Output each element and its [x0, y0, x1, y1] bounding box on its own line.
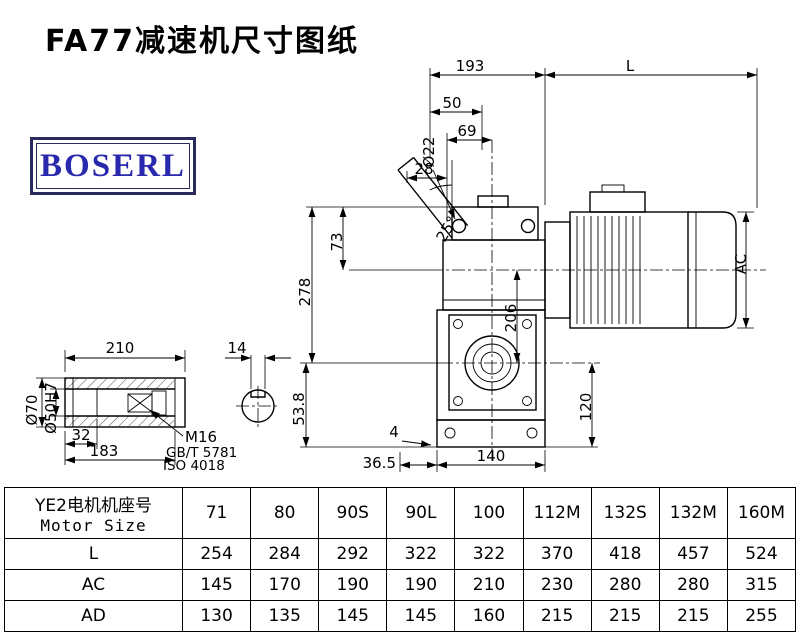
table-cell: 210: [454, 569, 524, 601]
dim-label-32: 32: [71, 426, 90, 444]
table-header-row: YE2电机机座号 Motor Size 71 80 90S 90L 100 11…: [4, 487, 797, 539]
boserl-logo: BOSERL: [30, 137, 196, 195]
table-cell: 160: [454, 600, 524, 632]
table-cell: 255: [726, 600, 797, 632]
table-cell: 322: [454, 538, 524, 570]
shaft-cross-section: [241, 389, 275, 423]
dimension-labels: 193 L 50 69 28 Ø22 25° 73 278 206 AC 120…: [23, 57, 750, 474]
motor-fins: [576, 216, 641, 324]
table-header-motor-size: YE2电机机座号 Motor Size: [4, 487, 183, 539]
table-cell: 132M: [658, 487, 728, 539]
table-cell: 100: [454, 487, 524, 539]
table-cell: 230: [522, 569, 592, 601]
table-cell: 160M: [726, 487, 797, 539]
motor-outline: [544, 184, 737, 329]
table-cell: 190: [318, 569, 388, 601]
dim-label-50: 50: [442, 94, 461, 112]
witness-lines: [36, 68, 758, 472]
dim-label-dia50h7: Ø50H7: [42, 382, 60, 434]
table-cell: 315: [726, 569, 797, 601]
table-cell: 190: [386, 569, 456, 601]
table-header-en: Motor Size: [40, 516, 147, 535]
table-cell: 170: [250, 569, 320, 601]
boserl-logo-frame: BOSERL: [36, 143, 190, 189]
table-cell: 90L: [386, 487, 456, 539]
table-cell: 130: [181, 600, 252, 632]
dim-label-73: 73: [328, 232, 346, 251]
table-cell: 215: [522, 600, 592, 632]
table-cell: 524: [726, 538, 797, 570]
dim-label-193: 193: [456, 57, 485, 75]
boserl-logo-text: BOSERL: [40, 147, 186, 184]
table-cell: 145: [318, 600, 388, 632]
row-label: AD: [4, 600, 183, 632]
table-row-L: L 254 284 292 322 322 370 418 457 524: [4, 538, 797, 570]
table-cell: 132S: [590, 487, 660, 539]
table-cell: 284: [250, 538, 320, 570]
dim-label-4: 4: [389, 423, 399, 441]
dim-label-206: 206: [502, 304, 520, 333]
dimension-lines: [38, 71, 757, 469]
dim-label-dia70: Ø70: [23, 395, 41, 426]
table-row-AD: AD 130 135 145 145 160 215 215 215 255: [4, 600, 797, 632]
terminal-box: [589, 191, 646, 213]
row-label: AC: [4, 569, 183, 601]
dim-label-53-8: 53.8: [290, 392, 308, 425]
table-cell: 215: [658, 600, 728, 632]
bolt-label-m16: M16: [185, 428, 217, 446]
bolt-label-iso4018: ISO 4018: [163, 458, 225, 474]
bolt-label-gbt5781: GB/T 5781: [166, 445, 237, 461]
table-cell: 418: [590, 538, 660, 570]
dim-label-183: 183: [90, 442, 119, 460]
dim-label-L: L: [626, 57, 635, 75]
table-cell: 370: [522, 538, 592, 570]
table-cell: 71: [181, 487, 252, 539]
dim-label-36-5: 36.5: [363, 454, 396, 472]
fan-cover: [688, 211, 737, 329]
table-cell: 215: [590, 600, 660, 632]
table-cell: 112M: [522, 487, 592, 539]
table-cell: 135: [250, 600, 320, 632]
dim-label-278: 278: [296, 278, 314, 307]
dim-label-AC: AC: [732, 254, 750, 274]
motor-size-table: YE2电机机座号 Motor Size 71 80 90S 90L 100 11…: [4, 487, 797, 632]
shaft-side-view: [64, 377, 186, 428]
dim-label-28: 28: [414, 160, 433, 178]
table-row-AC: AC 145 170 190 190 210 230 280 280 315: [4, 569, 797, 601]
dim-label-140: 140: [477, 447, 506, 465]
table-cell: 280: [658, 569, 728, 601]
table-cell: 145: [181, 569, 252, 601]
table-cell: 80: [250, 487, 320, 539]
row-label: L: [4, 538, 183, 570]
dim-label-120: 120: [577, 393, 595, 422]
table-cell: 145: [386, 600, 456, 632]
keyway: [250, 391, 266, 398]
dim-label-69: 69: [457, 122, 476, 140]
gearbox-outline: [397, 157, 546, 448]
table-cell: 280: [590, 569, 660, 601]
table-cell: 90S: [318, 487, 388, 539]
dim-label-14: 14: [227, 339, 246, 357]
table-cell: 254: [181, 538, 252, 570]
table-cell: 292: [318, 538, 388, 570]
dim-label-dia22: Ø22: [420, 137, 438, 168]
dim-label-210: 210: [106, 339, 135, 357]
table-header-cn: YE2电机机座号: [35, 496, 152, 516]
page-title: FA77减速机尺寸图纸: [45, 24, 360, 59]
table-cell: 457: [658, 538, 728, 570]
table-cell: 322: [386, 538, 456, 570]
centerlines: [236, 140, 766, 462]
